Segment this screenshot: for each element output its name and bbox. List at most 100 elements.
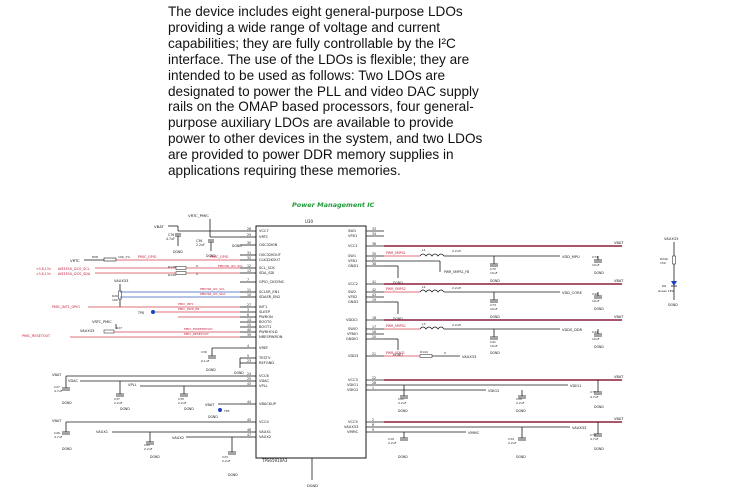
svg-text:VBAT: VBAT <box>614 375 624 379</box>
pin-number: 27 <box>247 303 251 307</box>
pin-label: VFB1 <box>348 259 357 263</box>
svg-text:VDIG2: VDIG2 <box>488 389 499 393</box>
svg-text:0: 0 <box>196 264 198 268</box>
pin-number: 38 <box>372 262 376 266</box>
svg-text:DGND: DGND <box>668 303 678 307</box>
vaux-block: VBAT VAUX1 VAUX2 C26 4.7uF DGND C22 2.2u… <box>52 419 240 477</box>
pin-number: 3 <box>247 308 249 312</box>
pin-label: VAUX2 <box>259 435 271 439</box>
svg-text:2.2uF: 2.2uF <box>222 459 231 463</box>
svg-text:2.2uH: 2.2uH <box>452 249 461 253</box>
svg-text:DGND: DGND <box>516 409 526 413</box>
pin-number: 21 <box>372 352 376 356</box>
pin-label: SWIO <box>348 327 358 331</box>
svg-text:AM335X_I2C0_SDA: AM335X_I2C0_SDA <box>58 272 91 276</box>
svg-text:DGND: DGND <box>516 455 526 459</box>
svg-text:C74: C74 <box>592 255 598 259</box>
svg-text:VBAT: VBAT <box>614 279 624 283</box>
pin-label: VRTC <box>259 235 269 239</box>
svg-text:DGND: DGND <box>393 353 403 357</box>
svg-text:0: 0 <box>196 272 198 276</box>
svg-text:DGND: DGND <box>184 407 194 411</box>
svg-text:C73: C73 <box>490 303 496 307</box>
svg-text:DGND: DGND <box>398 409 408 413</box>
svg-text:DGND: DGND <box>490 351 500 355</box>
green-led: VAUX33 R240 150 D6 Green LED DGND <box>658 237 678 307</box>
pin-number: 9 <box>372 428 374 432</box>
pin-label: BOOT0 <box>259 320 272 324</box>
svg-text:DGND: DGND <box>594 405 604 409</box>
svg-text:PMIC_INT1: PMIC_INT1 <box>178 302 194 306</box>
svg-text:PMICSR_I2C_SCL: PMICSR_I2C_SCL <box>200 287 225 291</box>
svg-text:4.7uF: 4.7uF <box>166 237 175 241</box>
svg-text:DGND: DGND <box>594 345 604 349</box>
svg-text:R138: R138 <box>168 265 176 269</box>
svg-text:DGND: DGND <box>208 415 218 419</box>
svg-text:C22: C22 <box>144 443 150 447</box>
pin-label: VMMC <box>347 430 359 434</box>
svg-text:DGND: DGND <box>393 281 403 285</box>
svg-text:2.2uF: 2.2uF <box>114 401 123 405</box>
pin-label: SDA_SDI <box>259 271 274 275</box>
paragraph-line: designated to power the PLL and video DA… <box>168 83 479 99</box>
svg-text:VAUX33: VAUX33 <box>572 426 586 430</box>
svg-text:VDD_CORE: VDD_CORE <box>562 291 583 295</box>
svg-text:10uF: 10uF <box>592 263 600 267</box>
svg-text:AM335X_I2C0_SCL: AM335X_I2C0_SCL <box>58 267 90 271</box>
svg-text:2.2uF: 2.2uF <box>178 401 187 405</box>
svg-text:L2: L2 <box>422 285 426 289</box>
pin-number: 35 <box>372 252 376 256</box>
schematic-title: Power Management IC <box>292 201 375 209</box>
pmic-schematic: Power Management IC U30 TPS65910A3 DGND <box>22 201 678 488</box>
ic-part: TPS65910A3 <box>261 458 288 463</box>
svg-text:0.1uF: 0.1uF <box>201 359 210 363</box>
paragraph-line: capabilities; they are fully controllabl… <box>168 35 456 51</box>
pin-label: VDIG1 <box>347 383 358 387</box>
smps2-output: VBAT PWR_SMPS2 L2 2.2uH C73 10uF DGND VD… <box>384 279 624 321</box>
paragraph-line: intended to be used as follows: Two LDOs… <box>168 67 446 83</box>
pin-label: VCC7 <box>259 229 269 233</box>
svg-text:VPLL: VPLL <box>128 383 137 387</box>
svg-text:10uF: 10uF <box>490 307 498 311</box>
svg-text:C36: C36 <box>196 239 202 243</box>
svg-text:C76: C76 <box>168 233 174 237</box>
svg-text:DGND: DGND <box>594 447 604 451</box>
pin-label: VAUX33 <box>344 425 358 429</box>
pin-label: CLK32KOUT <box>259 258 281 262</box>
pin-number: 11 <box>247 288 251 292</box>
pin-label: VCC4 <box>259 420 269 424</box>
pin-number: 32 <box>247 256 251 260</box>
pin-label: GPIO_CKSYNC <box>259 280 285 284</box>
svg-text:DGND: DGND <box>206 368 216 372</box>
pin-number: 43 <box>372 293 376 297</box>
pin-number: 28 <box>247 227 251 231</box>
pin-label: VBACKUP <box>259 402 277 406</box>
pin-label: VCC3 <box>348 378 358 382</box>
pin-label: BOOT1 <box>259 325 272 329</box>
svg-text:2.2uF: 2.2uF <box>516 401 525 405</box>
svg-text:<3,6,13>: <3,6,13> <box>36 267 52 271</box>
left-pin-numbers: 28 29 30 31 32 12 13 7 11 10 27 3 6 14 1… <box>247 227 251 437</box>
pin-number: 4 <box>247 344 249 348</box>
svg-text:VBAT: VBAT <box>52 419 62 423</box>
paragraph-line: purpose auxiliary LDOs are available to … <box>168 115 454 131</box>
svg-text:PMICSR_I2C_SDA: PMICSR_I2C_SDA <box>200 292 226 296</box>
svg-text:VBAT: VBAT <box>52 373 62 377</box>
svg-text:<3,6,13>: <3,6,13> <box>36 272 52 276</box>
svg-text:2.2uF: 2.2uF <box>508 441 517 445</box>
pin-label: SW1 <box>348 229 356 233</box>
vdd3-line: PWR_VDIG1 R144 0 VAUX33 <box>384 350 476 359</box>
pin-label: GND2 <box>348 300 359 304</box>
svg-text:C26: C26 <box>54 431 60 435</box>
svg-text:0: 0 <box>444 351 446 355</box>
svg-text:2.2uH: 2.2uH <box>452 323 461 327</box>
pin-label: REFGND <box>259 361 274 365</box>
pin-number: 45 <box>247 418 251 422</box>
svg-text:VRTC_PMIC: VRTC_PMIC <box>92 320 112 324</box>
paragraph-line: rails on the OMAP based processors, four… <box>168 99 474 115</box>
pin-number: 37 <box>372 257 376 261</box>
svg-text:DGND: DGND <box>490 315 500 319</box>
svg-text:10K: 10K <box>112 298 119 302</box>
svg-text:DGND: DGND <box>62 401 72 405</box>
svg-text:C20: C20 <box>516 397 522 401</box>
